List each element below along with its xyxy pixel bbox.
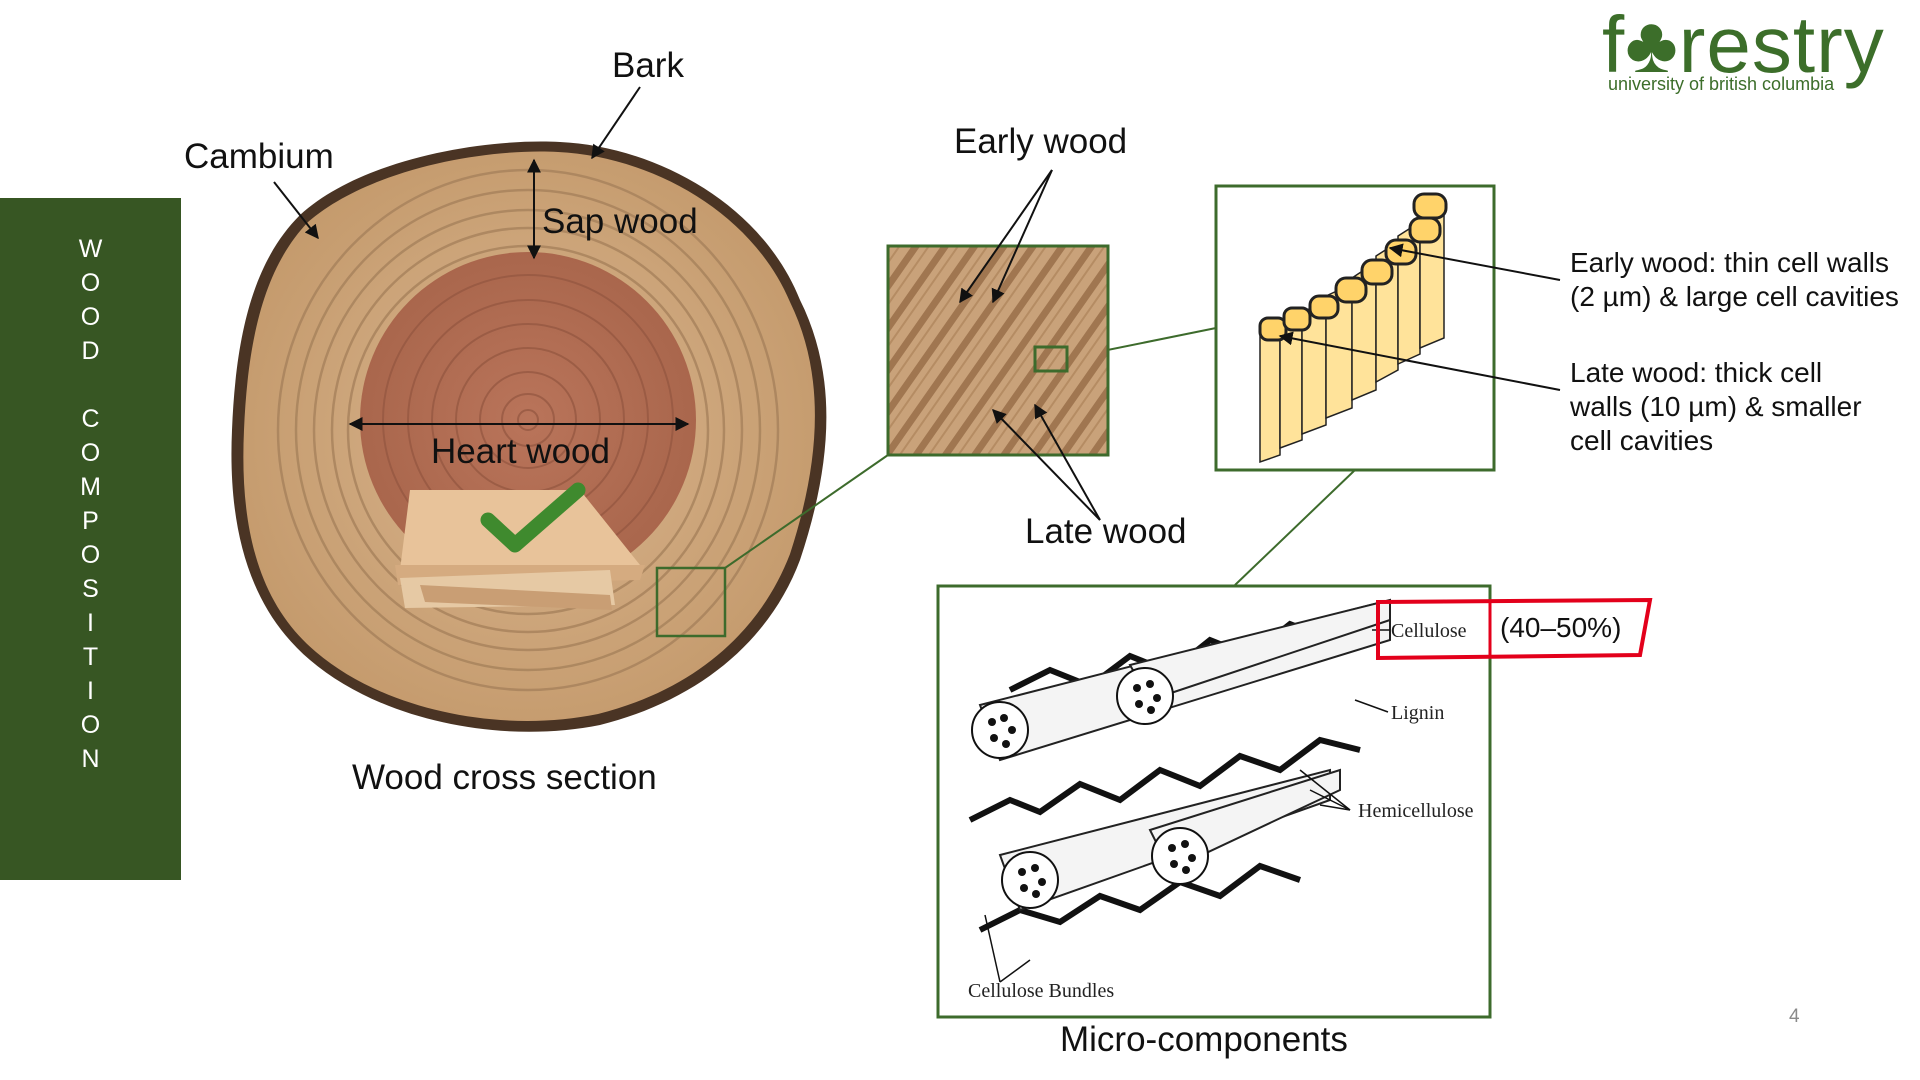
late-wood-description: Late wood: thick cell walls (10 µm) & sm… — [1570, 357, 1862, 456]
check-icon — [480, 482, 586, 553]
fibril-dots — [988, 680, 1196, 898]
cellulose-bundles-label: Cellulose Bundles — [968, 980, 1115, 1002]
heartwood-label: Heart wood — [431, 432, 610, 471]
log-cross-section — [231, 141, 827, 732]
fibril-ends — [971, 667, 1209, 909]
cellulose-percentage: (40–50%) — [1500, 612, 1622, 643]
early-wood-description: Early wood: thin cell walls (2 µm) & lar… — [1570, 247, 1899, 312]
cambium-label: Cambium — [184, 137, 334, 176]
early-wood-label: Early wood — [954, 122, 1128, 161]
ring-grain-box — [886, 244, 1110, 457]
bark-arrow — [591, 86, 641, 160]
cross-section-caption: Wood cross section — [352, 758, 657, 797]
early-wood-arrow-2 — [991, 169, 1053, 304]
logo-subtitle: university of british columbia — [1608, 74, 1835, 94]
cambium-arrow — [273, 181, 319, 240]
connector-cells-micro — [1234, 469, 1356, 586]
logo-wordmark: f♣restry — [1602, 0, 1885, 89]
cellulose-highlight — [1376, 597, 1653, 661]
sidebar-title: W O O D C O M P O S I T I O N — [78, 235, 103, 773]
bark-label: Bark — [612, 46, 684, 85]
early-cell-arrow — [1388, 243, 1561, 281]
cell-structure-box — [1214, 184, 1496, 472]
sidebar-band — [0, 198, 181, 880]
micro-components-box — [936, 584, 1653, 1019]
late-wood-label: Late wood — [1025, 512, 1187, 551]
micro-components-caption: Micro-components — [1060, 1020, 1348, 1059]
late-wood-arrow-2 — [1034, 403, 1101, 521]
log-zoom-box — [655, 566, 727, 638]
page-number: 4 — [1789, 1006, 1800, 1027]
lumber-stack — [395, 490, 645, 610]
forestry-logo: f♣restry university of british columbia — [1602, 0, 1885, 94]
hemicellulose-label: Hemicellulose — [1358, 800, 1474, 822]
connector-log-rings — [724, 454, 889, 569]
early-wood-arrow-1 — [959, 169, 1053, 304]
lignin-label: Lignin — [1391, 702, 1445, 724]
grain-zoom-box — [1033, 345, 1069, 373]
late-wood-arrow-1 — [992, 408, 1101, 521]
cell-tops — [1258, 192, 1448, 342]
sapwood-label: Sap wood — [542, 202, 698, 241]
cellulose-label: Cellulose — [1391, 620, 1467, 642]
late-cell-arrow — [1278, 331, 1561, 391]
